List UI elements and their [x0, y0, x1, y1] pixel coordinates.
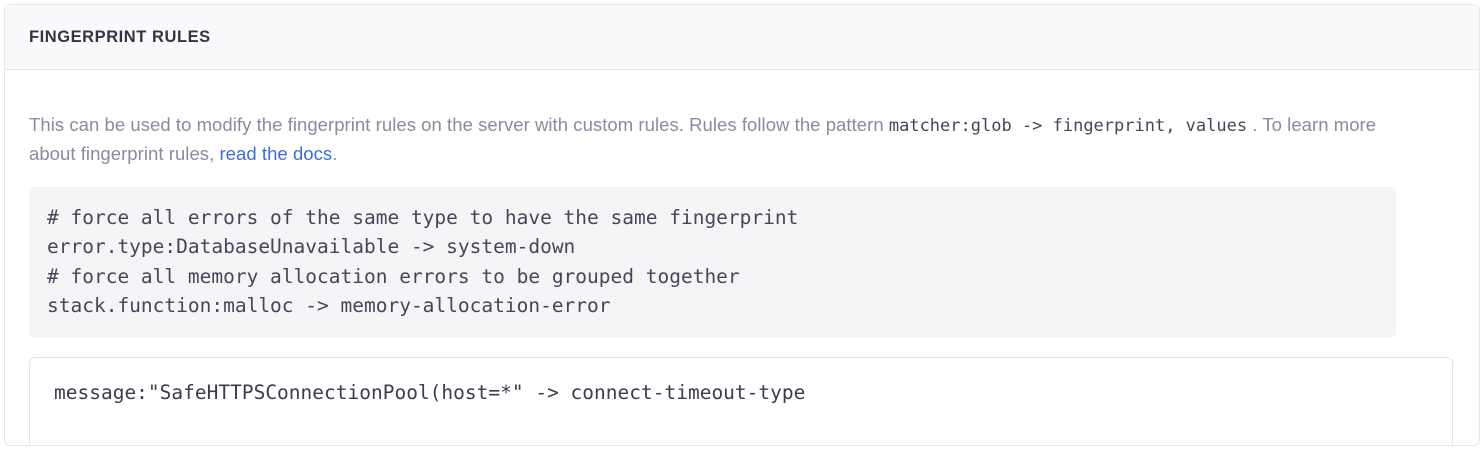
fingerprint-rules-input[interactable] — [29, 357, 1453, 445]
read-the-docs-link[interactable]: read the docs — [219, 142, 333, 164]
page-title: FINGERPRINT RULES — [29, 27, 211, 46]
panel-body: This can be used to modify the fingerpri… — [5, 70, 1479, 445]
panel-header: FINGERPRINT RULES — [5, 5, 1479, 70]
fingerprint-rules-panel: FINGERPRINT RULES This can be used to mo… — [4, 4, 1480, 446]
description-part-3: . — [332, 142, 338, 164]
description-part-2: . To learn more about fingerprint rules, — [29, 113, 1377, 164]
example-rules-code-block: # force all errors of the same type to h… — [29, 186, 1396, 338]
description-text: This can be used to modify the fingerpri… — [29, 111, 1399, 167]
description-part-1: This can be used to modify the fingerpri… — [29, 113, 889, 135]
inline-code-pattern: matcher:glob -> fingerprint, values — [888, 115, 1248, 136]
